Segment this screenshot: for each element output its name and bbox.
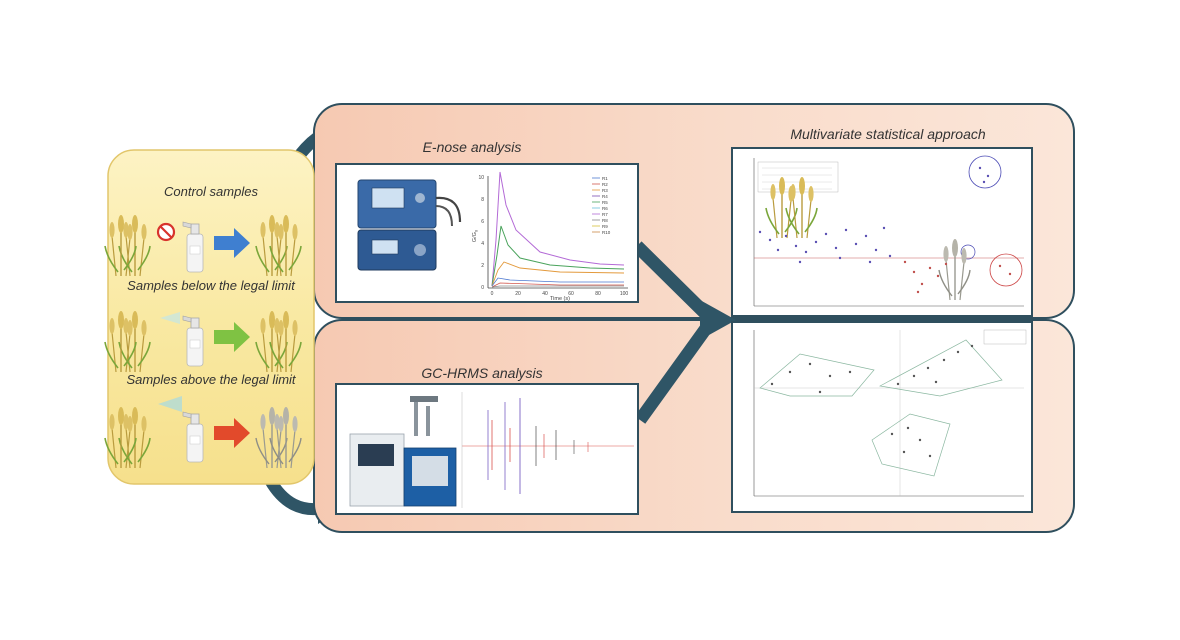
- enose-ytick: 2: [481, 263, 484, 269]
- enose-xtick: 100: [620, 291, 629, 297]
- above-limit-row: [104, 396, 302, 469]
- control-row: [104, 214, 302, 277]
- enose-ytick: 4: [481, 241, 484, 247]
- below-limit-label: Samples below the legal limit: [127, 278, 296, 293]
- arrow-right-icon: [214, 322, 250, 352]
- enose-xlabel: Time (s): [550, 296, 570, 302]
- enose-ytick: 8: [481, 197, 484, 203]
- legend-entry: R4: [602, 194, 608, 199]
- legend-entry: R5: [602, 200, 608, 205]
- enose-figure: 10 8 6 4 2 0 0 20 40 60 80 100 Time (s) …: [335, 163, 639, 303]
- enose-title: E-nose analysis: [423, 139, 522, 155]
- enose-instrument: [357, 179, 462, 271]
- legend-entry: R10: [602, 230, 611, 235]
- convergence-arrow: [632, 241, 736, 424]
- arrow-right-icon: [214, 418, 250, 448]
- enose-xtick: 60: [568, 291, 574, 297]
- gchrms-title: GC-HRMS analysis: [421, 365, 542, 381]
- above-limit-label: Samples above the legal limit: [126, 372, 296, 387]
- enose-xtick: 20: [515, 291, 521, 297]
- stats-title: Multivariate statistical approach: [790, 126, 986, 142]
- legend-entry: R6: [602, 206, 608, 211]
- arrow-right-icon: [214, 228, 250, 258]
- below-limit-row: [104, 310, 302, 373]
- legend-entry: R9: [602, 224, 608, 229]
- legend-entry: R1: [602, 176, 608, 181]
- legend-entry: R3: [602, 188, 608, 193]
- gchrms-figure: [335, 383, 639, 515]
- prohibited-icon: [156, 222, 176, 242]
- samples-panel: [107, 149, 315, 485]
- enose-xtick: 0: [491, 291, 494, 297]
- mass-spectrum: [461, 392, 634, 508]
- enose-legend: R1 R2 R3 R4 R5 R6 R7 R8 R9 R10: [592, 176, 611, 235]
- legend-entry: R8: [602, 218, 608, 223]
- enose-chart: 10 8 6 4 2 0 0 20 40 60 80 100 Time (s) …: [472, 171, 629, 302]
- legend-entry: R7: [602, 212, 608, 217]
- control-samples-label: Control samples: [164, 184, 258, 199]
- stats-scatter-top: [731, 147, 1033, 317]
- enose-ytick: 6: [481, 219, 484, 225]
- legend-entry: R2: [602, 182, 608, 187]
- stats-scatter-bottom: [731, 321, 1033, 513]
- enose-xtick: 80: [595, 291, 601, 297]
- gchrms-instrument: [349, 396, 457, 507]
- enose-ytick: 0: [481, 285, 484, 291]
- enose-ytick: 10: [478, 175, 484, 181]
- enose-ylabel: G/G0: [472, 229, 479, 242]
- enose-xtick: 40: [542, 291, 548, 297]
